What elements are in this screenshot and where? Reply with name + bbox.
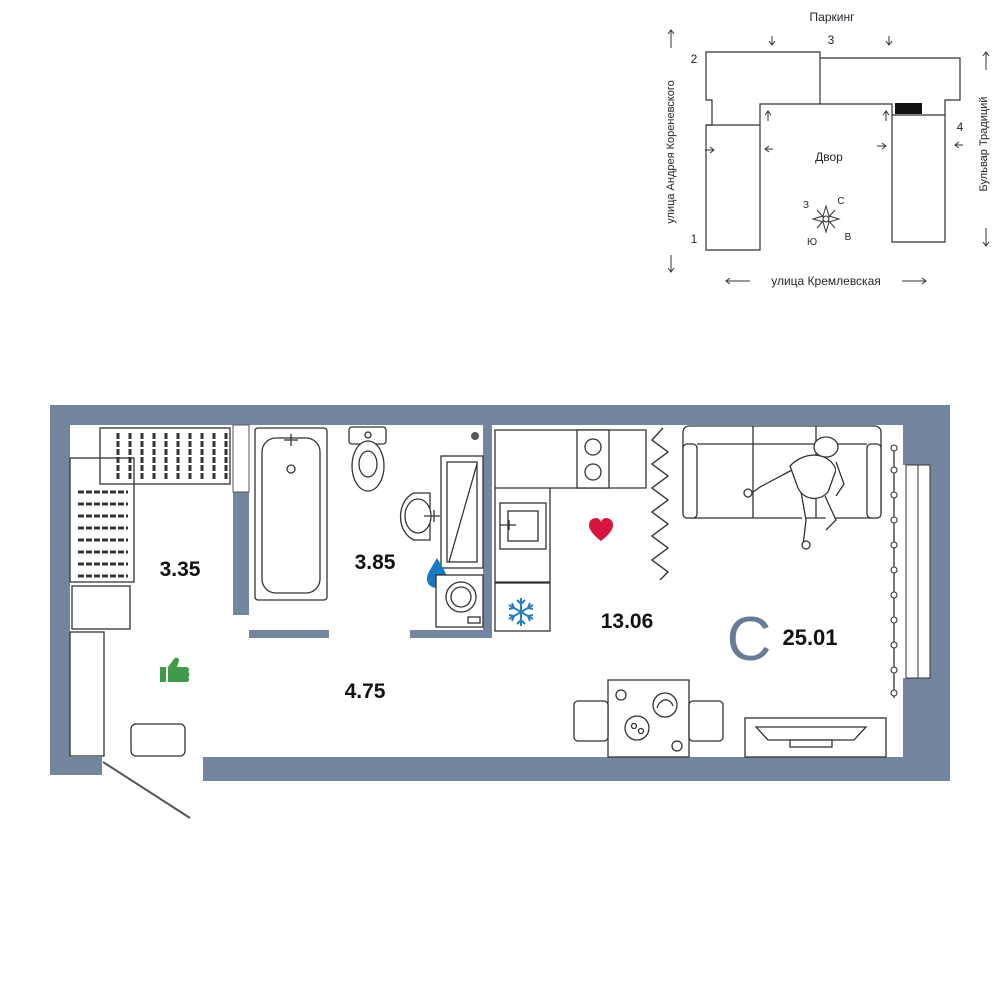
compass-east: В xyxy=(845,232,852,243)
hallway-bench xyxy=(130,723,186,757)
washbasin xyxy=(400,492,440,541)
street-label-left: улица Андрея Кореневского xyxy=(665,80,677,224)
heart-icon xyxy=(589,518,613,541)
compass-west: З xyxy=(803,200,809,211)
street-label-bottom: улица Кремлевская xyxy=(771,274,881,288)
shower-cabinet xyxy=(440,432,484,569)
apartment-type-letter: С xyxy=(727,605,772,674)
bathtub xyxy=(254,427,328,601)
site-plan: Паркинг 3 2 1 4 Двор xyxy=(665,10,990,288)
fridge xyxy=(494,582,551,632)
room-area-hallway: 4.75 xyxy=(345,680,386,703)
dining-table xyxy=(573,679,724,758)
apartment-total-area: 25.01 xyxy=(782,625,837,650)
entry-door[interactable] xyxy=(102,761,191,819)
apartment-location-marker xyxy=(895,103,922,114)
person-figure xyxy=(743,436,845,550)
room-area-storage: 3.35 xyxy=(160,558,201,581)
snowflake-icon xyxy=(508,598,534,626)
kitchen-counter xyxy=(494,429,647,583)
washing-machine xyxy=(435,574,484,628)
window xyxy=(905,464,931,679)
compass-north: С xyxy=(837,196,844,207)
walls xyxy=(50,405,950,781)
parking-label: Паркинг xyxy=(810,10,856,24)
yard-label: Двор xyxy=(815,150,843,164)
section-number-1: 1 xyxy=(691,232,698,246)
building-outline xyxy=(705,51,961,251)
street-label-right: Бульвар Традиций xyxy=(978,97,990,192)
room-area-kitchen-living: 13.06 xyxy=(601,610,654,633)
toilet xyxy=(348,426,387,492)
street-arrows xyxy=(667,29,990,285)
compass-rose-icon xyxy=(811,204,841,234)
section-number-3: 3 xyxy=(828,33,835,47)
sofa xyxy=(682,425,882,519)
section-number-4: 4 xyxy=(957,120,964,134)
room-area-bathroom: 3.85 xyxy=(355,551,396,574)
section-number-2: 2 xyxy=(691,52,698,66)
room-partition xyxy=(650,427,670,581)
wardrobe-shelving xyxy=(69,427,231,757)
entrance-arrows xyxy=(705,36,963,154)
thumbs-up-icon xyxy=(160,657,190,682)
curtain xyxy=(890,444,898,698)
tv-stand xyxy=(744,717,887,758)
compass-south: Ю xyxy=(807,237,817,248)
